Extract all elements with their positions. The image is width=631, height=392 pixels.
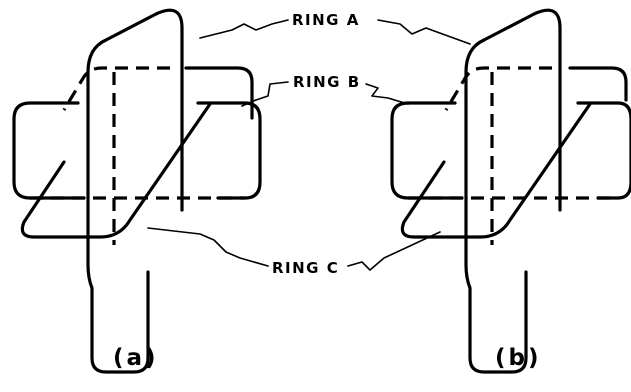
ring-c-label: RING C	[272, 259, 339, 277]
diagram-a	[12, 8, 262, 374]
label-ring-b: RING B	[241, 73, 409, 107]
caption-b: (b)	[495, 345, 542, 371]
ring-a-leader-right	[377, 19, 471, 45]
ring-c-b	[400, 66, 628, 239]
ring-b-leader-left	[241, 81, 289, 107]
ring-a-a	[86, 8, 184, 374]
ring-a-leader-left	[199, 19, 289, 39]
ring-b-leader-right	[365, 83, 409, 105]
ring-c-leader-right	[347, 231, 441, 271]
label-ring-a: RING A	[199, 11, 471, 45]
ring-b-label: RING B	[293, 73, 361, 91]
ring-a-b	[464, 8, 562, 374]
diagram-b	[390, 8, 631, 374]
caption-a: (a)	[113, 345, 159, 371]
ring-a-label: RING A	[292, 11, 360, 29]
label-ring-c: RING C	[147, 227, 441, 277]
ring-c-leader-left	[147, 227, 269, 267]
ring-c-a	[20, 66, 254, 239]
ring-b-b	[390, 101, 631, 200]
